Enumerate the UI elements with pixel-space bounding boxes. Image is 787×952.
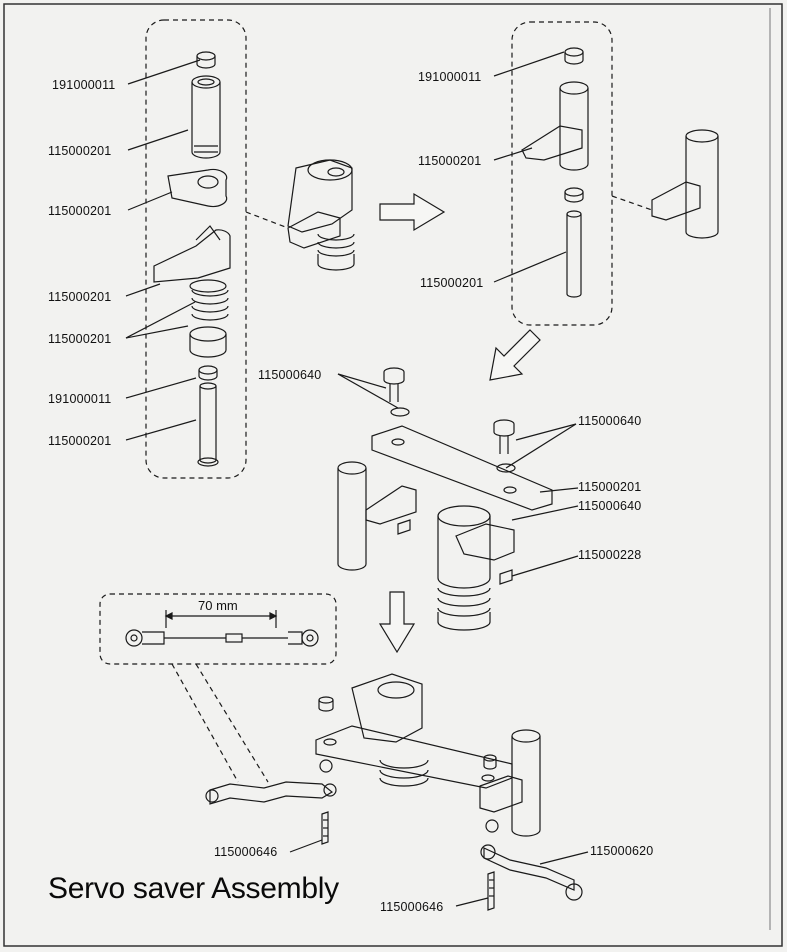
left-parts-group	[145, 19, 247, 479]
part-label-left-5: 115000201	[48, 332, 112, 346]
right-parts-group	[511, 21, 613, 326]
part-label-mid-1: 115000640	[258, 368, 322, 382]
part-label-right-3: 115000201	[420, 276, 484, 290]
part-label-left-7: 115000201	[48, 434, 112, 448]
part-label-mid-4: 115000640	[578, 499, 642, 513]
turnbuckle-detail-box	[99, 593, 337, 665]
part-label-mid-2: 115000640	[578, 414, 642, 428]
right-group-connector	[611, 195, 653, 211]
part-label-left-2: 115000201	[48, 144, 112, 158]
turnbuckle-length-label: 70 mm	[198, 598, 238, 613]
part-label-bottom-3: 115000646	[380, 900, 444, 914]
right-arrow-icon	[379, 192, 446, 232]
part-label-bottom-2: 115000620	[590, 844, 654, 858]
part-label-left-3: 115000201	[48, 204, 112, 218]
part-label-right-1: 191000011	[418, 70, 482, 84]
page-title: Servo saver Assembly	[48, 872, 339, 905]
part-label-left-4: 115000201	[48, 290, 112, 304]
detail-connector-b	[195, 663, 269, 783]
left-group-connector	[245, 211, 289, 229]
part-label-left-1: 191000011	[52, 78, 116, 92]
part-label-left-6: 191000011	[48, 392, 112, 406]
part-label-mid-5: 115000228	[578, 548, 642, 562]
part-label-bottom-1: 115000646	[214, 845, 278, 859]
down-left-arrow-icon	[489, 329, 541, 381]
part-label-right-2: 115000201	[418, 154, 482, 168]
page-border	[3, 3, 783, 947]
detail-connector-a	[171, 663, 239, 783]
down-arrow-icon	[378, 591, 416, 654]
part-label-mid-3: 115000201	[578, 480, 642, 494]
